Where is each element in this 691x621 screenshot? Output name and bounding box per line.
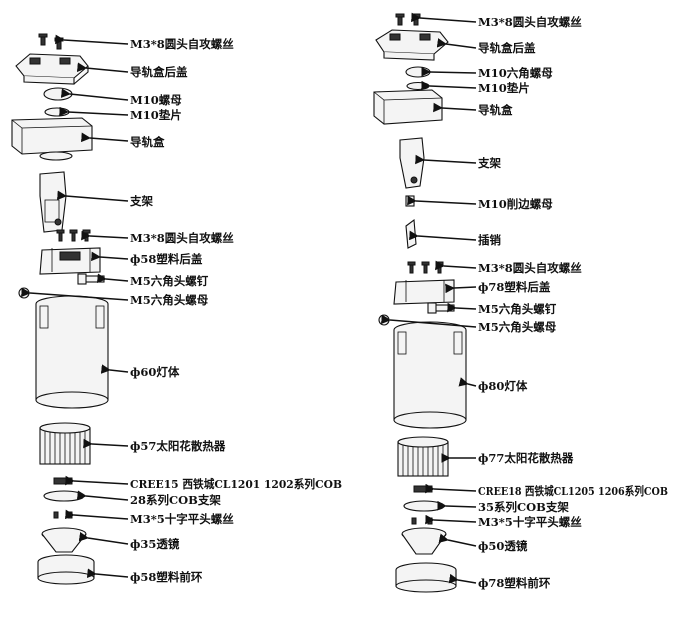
right-label: M3*8圆头自攻螺丝 xyxy=(478,261,582,275)
left-m10-washer xyxy=(44,107,70,117)
right-label: CREE18 西铁城CL1205 1206系列COB xyxy=(478,484,668,498)
left-label: M3*5十字平头螺丝 xyxy=(130,512,234,526)
right-leader-lines xyxy=(380,12,477,584)
right-screws-small xyxy=(411,517,433,525)
left-lens xyxy=(41,527,87,553)
right-label: 导轨盒 xyxy=(478,103,513,117)
left-plastic-back-cover xyxy=(39,247,101,275)
left-screws-small xyxy=(53,511,73,519)
right-pin xyxy=(405,218,417,249)
right-label: ф50透镜 xyxy=(478,539,528,553)
left-label: ф57太阳花散热器 xyxy=(130,439,226,453)
right-label: M3*5十字平头螺丝 xyxy=(478,515,582,529)
right-label: 35系列COB支架 xyxy=(478,500,569,514)
right-label: M10六角螺母 xyxy=(478,66,553,80)
left-label: M10螺母 xyxy=(130,93,182,107)
left-bracket xyxy=(39,171,67,233)
left-m5-bolt xyxy=(77,273,105,285)
left-cob-holder xyxy=(43,490,85,502)
right-label: ф78塑料前环 xyxy=(478,576,551,590)
right-m10-flat-nut xyxy=(405,195,415,207)
left-label: M3*8圆头自攻螺丝 xyxy=(130,37,234,51)
left-label: 导轨盒 xyxy=(130,135,165,149)
left-label: ф58塑料后盖 xyxy=(130,252,203,266)
left-front-ring xyxy=(37,554,95,585)
right-label: M10削边螺母 xyxy=(478,197,553,211)
left-label: M5六角头螺钉 xyxy=(130,274,209,288)
right-front-ring xyxy=(395,562,457,593)
left-assembly xyxy=(11,33,109,585)
right-m10-hex-nut xyxy=(405,66,431,78)
right-plastic-back-cover xyxy=(393,279,455,305)
left-labels: M3*8圆头自攻螺丝 导轨盒后盖 M10螺母 M10垫片 导轨盒 支架 M3*8… xyxy=(129,37,342,584)
left-label: ф60灯体 xyxy=(130,365,180,379)
left-m10-nut xyxy=(43,87,73,101)
left-label: 导轨盒后盖 xyxy=(130,65,188,79)
right-label: M3*8圆头自攻螺丝 xyxy=(478,15,582,29)
right-bracket xyxy=(399,137,425,189)
left-rail-box xyxy=(11,117,93,161)
left-screws-mid xyxy=(56,229,91,242)
right-label: ф80灯体 xyxy=(478,379,528,393)
right-cob-holder xyxy=(403,500,445,512)
right-label: 支架 xyxy=(477,156,501,170)
right-label: M5六角头螺钉 xyxy=(478,302,557,316)
right-lamp-body xyxy=(393,321,467,429)
left-label: ф58塑料前环 xyxy=(130,570,203,584)
right-rail-box xyxy=(373,89,443,125)
left-label: 28系列COB支架 xyxy=(130,493,221,507)
right-label: ф78塑料后盖 xyxy=(478,280,551,294)
right-labels: M3*8圆头自攻螺丝 导轨盒后盖 M10六角螺母 M10垫片 导轨盒 支架 M1… xyxy=(477,15,668,590)
right-label: M10垫片 xyxy=(478,81,530,95)
left-label: ф35透镜 xyxy=(130,537,180,551)
right-heat-sink xyxy=(397,436,449,477)
left-screws-top xyxy=(38,33,64,50)
right-m10-washer xyxy=(406,81,430,91)
left-label: 支架 xyxy=(129,194,153,208)
left-label: M5六角头螺母 xyxy=(130,293,209,307)
left-m5-nut xyxy=(18,287,30,299)
right-label: M5六角头螺母 xyxy=(478,320,557,334)
right-rail-box-cover xyxy=(375,29,449,61)
right-label: 导轨盒后盖 xyxy=(478,41,536,55)
right-screws-mid xyxy=(407,261,444,274)
left-lamp-body xyxy=(35,295,109,409)
left-cob xyxy=(53,477,73,485)
right-m5-bolt xyxy=(427,302,455,314)
left-heat-sink xyxy=(39,422,91,465)
right-cob xyxy=(413,485,433,493)
left-label: M3*8圆头自攻螺丝 xyxy=(130,231,234,245)
right-screws-top xyxy=(395,13,421,26)
left-rail-box-cover xyxy=(15,53,89,85)
left-label: CREE15 西铁城CL1201 1202系列COB xyxy=(130,477,342,491)
right-assembly xyxy=(373,13,467,593)
right-lens xyxy=(401,527,447,555)
left-label: M10垫片 xyxy=(130,108,182,122)
left-leader-lines xyxy=(21,34,129,578)
right-label: ф77太阳花散热器 xyxy=(478,451,574,465)
right-m5-nut xyxy=(378,314,390,326)
right-label: 插销 xyxy=(478,233,501,247)
